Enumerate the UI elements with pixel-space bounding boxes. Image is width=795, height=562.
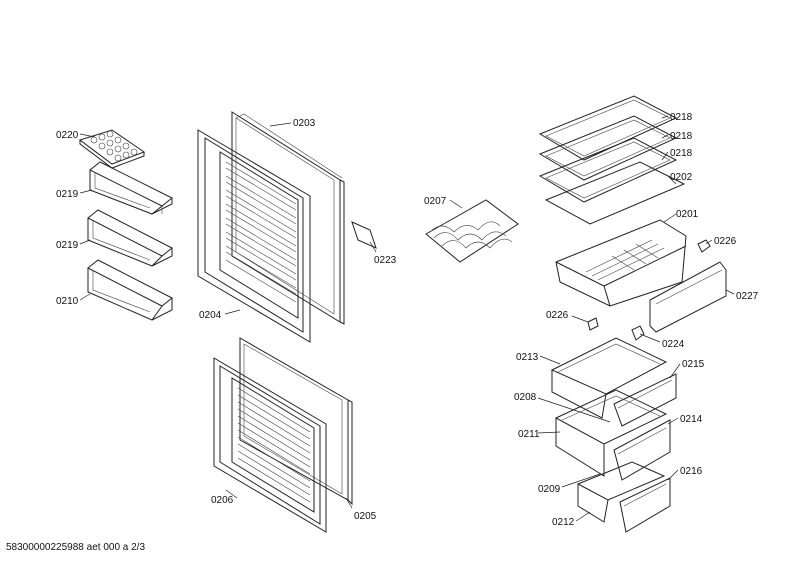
callout-0208: 0208 xyxy=(514,392,537,403)
drawer-front-cover xyxy=(649,261,727,333)
callout-0203: 0203 xyxy=(293,118,316,129)
callout-0211: 0211 xyxy=(518,429,540,440)
document-footer-id: 58300000225988 aet 000 a 2/3 xyxy=(6,542,146,553)
callout-0218-middle: 0218 xyxy=(670,131,693,142)
freezer-drawer-1 xyxy=(550,337,668,419)
freezer-drawer-front-3 xyxy=(619,477,671,533)
callout-0205: 0205 xyxy=(354,511,377,522)
callout-0216: 0216 xyxy=(680,466,703,477)
callout-0201: 0201 xyxy=(676,209,699,220)
callout-0226-upper: 0226 xyxy=(714,236,737,247)
freezer-drawer-front-2 xyxy=(613,419,671,481)
callout-0214: 0214 xyxy=(680,414,703,425)
callout-0204: 0204 xyxy=(199,310,222,321)
door-bin-upper xyxy=(89,161,173,215)
callout-0226-lower: 0226 xyxy=(546,310,569,321)
callout-0223: 0223 xyxy=(374,255,397,266)
callout-0220: 0220 xyxy=(56,130,79,141)
callout-0218-bottom: 0218 xyxy=(670,148,693,159)
callout-0207: 0207 xyxy=(424,196,447,207)
callout-0209: 0209 xyxy=(538,484,561,495)
glass-plate xyxy=(544,161,686,225)
glass-shelf-1 xyxy=(538,95,678,161)
freezer-drawer-front-1 xyxy=(613,373,677,427)
label-card-part xyxy=(351,221,377,249)
callout-0224: 0224 xyxy=(662,339,685,350)
clip-part-upper xyxy=(697,239,711,253)
callout-0202: 0202 xyxy=(670,172,693,183)
callout-0212: 0212 xyxy=(552,517,575,528)
glass-shelf-2 xyxy=(538,115,678,181)
upper-door-inner xyxy=(231,111,345,325)
hinge-part xyxy=(631,325,645,341)
clip-part-lower xyxy=(587,317,599,331)
glass-shelf-3 xyxy=(538,137,678,203)
upper-door-gasket xyxy=(197,129,311,343)
callout-0206: 0206 xyxy=(211,495,234,506)
callout-0215: 0215 xyxy=(682,359,705,370)
crisper-drawer xyxy=(555,219,687,307)
callout-0219-upper: 0219 xyxy=(56,189,79,200)
lower-door-gasket xyxy=(213,357,327,533)
callout-0227: 0227 xyxy=(736,291,759,302)
egg-tray-part xyxy=(78,129,146,169)
callout-0218-top: 0218 xyxy=(670,112,693,123)
callout-0213: 0213 xyxy=(516,352,539,363)
freezer-drawer-3 xyxy=(576,461,666,523)
callout-0219-lower: 0219 xyxy=(56,240,79,251)
callout-0210: 0210 xyxy=(56,296,79,307)
door-bin-lower xyxy=(87,259,173,321)
bottle-rack-part xyxy=(425,199,519,263)
door-bin-middle xyxy=(87,209,173,267)
